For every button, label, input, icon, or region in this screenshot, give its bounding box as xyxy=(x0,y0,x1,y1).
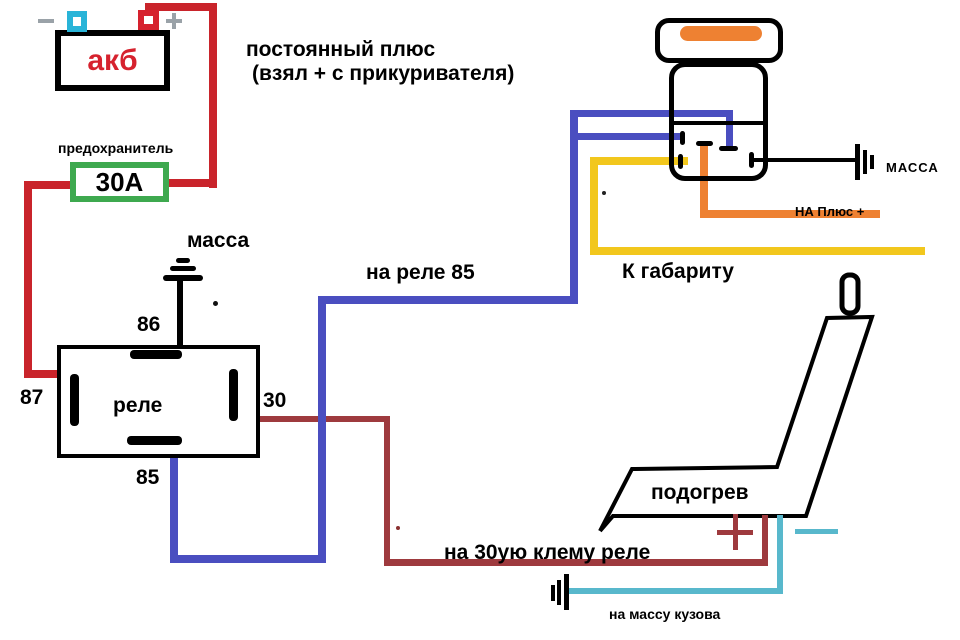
wire-fuse-left xyxy=(24,181,72,189)
wire-yellow-vertical xyxy=(590,157,598,255)
stray-dot xyxy=(602,191,606,195)
wire-relay30-horizontal xyxy=(237,416,387,422)
wire-blue-switch-inner-drop xyxy=(726,110,733,148)
wire-into-relay87 xyxy=(24,370,78,378)
note-line2: (взял + с прикуривателя) xyxy=(252,62,515,85)
seat-plus-icon xyxy=(733,514,738,550)
wire-label-relay85: на реле 85 xyxy=(366,261,475,284)
wire-yellow-to-sidelight xyxy=(590,247,925,255)
battery-terminal-minus xyxy=(67,11,87,32)
relay-pin-86 xyxy=(130,350,182,359)
relay-pin-30 xyxy=(229,369,238,421)
ground-symbol xyxy=(176,258,190,263)
wire-seat-minus-vertical xyxy=(777,515,783,594)
fuse: 30А xyxy=(70,162,169,202)
wire-label-body-ground: на массу кузова xyxy=(609,606,721,622)
switch-ground-label: МАССА xyxy=(886,160,939,175)
switch-indicator xyxy=(680,26,762,41)
ground-symbol xyxy=(564,574,569,610)
wire-yellow-switch xyxy=(590,157,688,165)
wire-relay30-vertical xyxy=(384,416,390,564)
ground-symbol xyxy=(551,585,555,601)
relay-label: реле xyxy=(113,394,163,417)
relay-pin-87 xyxy=(70,374,79,426)
ground-symbol xyxy=(863,150,867,174)
note-line1: постоянный плюс xyxy=(246,38,436,61)
wire-battery-right-vertical xyxy=(209,3,217,188)
seat-label: подогрев xyxy=(651,481,749,504)
battery-terminal-plus xyxy=(138,10,159,30)
switch-pin-blue-inner xyxy=(719,146,738,151)
relay-pin85-label: 85 xyxy=(136,466,160,489)
ground-symbol xyxy=(855,144,860,180)
battery-minus-icon xyxy=(38,19,54,23)
seat-outline xyxy=(598,314,875,533)
relay-ground-label: масса xyxy=(187,229,250,252)
wire-into-relay85 xyxy=(170,443,178,563)
wire-blue-switch-lower xyxy=(570,133,685,140)
wire-label-sidelight: К габариту xyxy=(622,260,734,283)
fuse-title: предохранитель xyxy=(58,140,174,156)
stray-dot xyxy=(396,526,400,530)
wire-orange-to-plus xyxy=(700,210,880,218)
battery-label: акб xyxy=(87,43,138,77)
wire-relay85-mid-vertical xyxy=(318,296,326,563)
wire-relay30-bottom xyxy=(384,559,768,566)
battery-plus-icon xyxy=(172,13,176,29)
switch-divider xyxy=(672,121,765,125)
wire-relay85-horizontal xyxy=(318,296,578,304)
battery: акб xyxy=(55,30,170,91)
wire-left-vertical xyxy=(24,181,32,378)
wire-label-relay30: на 30ую клему реле xyxy=(444,541,651,564)
seat-minus-icon xyxy=(795,529,838,534)
switch-body xyxy=(669,62,768,181)
wire-orange-vertical xyxy=(700,145,708,218)
ground-symbol xyxy=(870,155,874,169)
relay-pin-85 xyxy=(127,436,182,445)
stray-dot xyxy=(213,301,218,306)
switch-pin-yellow xyxy=(678,154,683,169)
relay-pin30-label: 30 xyxy=(263,389,287,412)
fuse-rating: 30А xyxy=(95,166,144,197)
ground-symbol xyxy=(170,266,196,271)
wire-relay85-bottom xyxy=(170,555,326,563)
switch-pin-ground xyxy=(749,152,754,168)
relay-pin87-label: 87 xyxy=(20,386,44,409)
wire-switch-to-ground xyxy=(752,158,858,162)
wire-ground-to-relay86 xyxy=(177,280,183,352)
ground-symbol xyxy=(163,275,203,281)
wire-label-plus: НА Плюс + xyxy=(795,204,865,219)
relay-pin86-label: 86 xyxy=(137,313,161,336)
switch-pin-blue-left xyxy=(680,131,685,145)
wire-blue-main-vertical xyxy=(570,110,578,304)
wire-blue-switch-upper xyxy=(570,110,733,117)
wire-seat-plus-vertical xyxy=(762,515,768,564)
switch-pin-orange xyxy=(696,141,713,146)
wire-to-body-ground xyxy=(568,588,783,594)
wire-battery-top xyxy=(145,3,217,11)
wire-to-fuse-right xyxy=(168,179,216,187)
ground-symbol xyxy=(557,580,561,605)
seat-headrest xyxy=(839,272,861,316)
